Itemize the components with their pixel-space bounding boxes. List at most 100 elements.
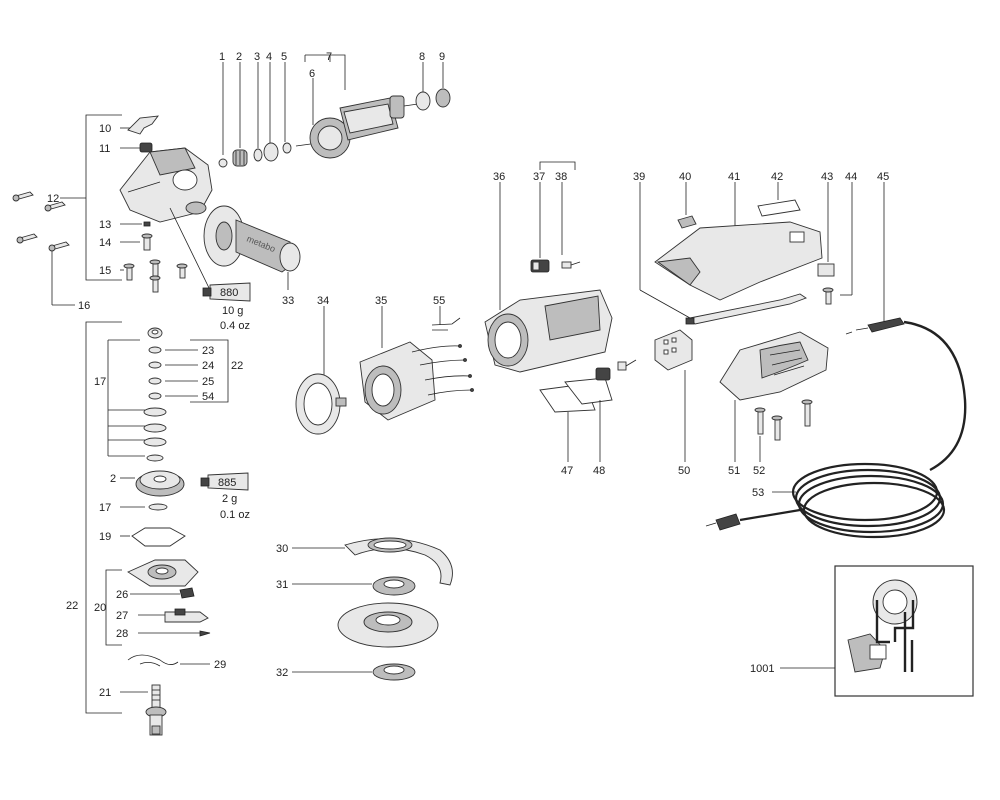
callout-7: 7 (326, 51, 332, 63)
callout-44: 44 (845, 171, 857, 183)
callout-14: 14 (99, 237, 111, 249)
part-53-coiled-cable (705, 462, 946, 539)
part-3-washer (253, 148, 263, 162)
guard-group (292, 537, 453, 681)
power-cable-group (705, 182, 967, 539)
callout-45: 45 (877, 171, 889, 183)
part-41-handle-cover (654, 221, 823, 301)
part-52-screws (754, 399, 813, 462)
callout-2: 2 (236, 51, 242, 63)
part-4-bearing (263, 142, 279, 162)
part-35-stator (359, 341, 474, 421)
callout-1: 1 (219, 51, 225, 63)
part-8-bearing (415, 91, 431, 111)
grease-880-code: 880 (220, 287, 238, 299)
part-33-side-handle: metabo (203, 205, 301, 290)
callout-30: 30 (276, 543, 288, 555)
part-29-spring-clip (127, 654, 179, 667)
part-19-gasket (131, 527, 186, 547)
part-12-gear-housing (119, 147, 213, 223)
part-6-7-armature (295, 95, 419, 159)
part-55-wires (431, 317, 461, 331)
part-36-motor-housing (484, 289, 613, 373)
callout-20: 20 (94, 602, 106, 614)
callout-43: 43 (821, 171, 833, 183)
grease-tube-885: 885 2 g 0.1 oz (200, 472, 250, 521)
callout-24: 24 (202, 360, 214, 372)
callout-27: 27 (116, 610, 128, 622)
callout-13: 13 (99, 219, 111, 231)
callout-40: 40 (679, 171, 691, 183)
grease-880-amount: 10 g (222, 305, 243, 317)
part-14-screw (141, 233, 153, 251)
callout-3: 3 (254, 51, 260, 63)
part-38-carbon-brush (561, 261, 581, 269)
callout-22b: 22 (66, 600, 78, 612)
power-cord (903, 320, 967, 472)
part-37-brush-holder (530, 259, 550, 273)
part-40-switch-slider (677, 215, 697, 229)
handle-group (639, 182, 853, 325)
switch-group (539, 329, 693, 462)
callout-17b: 17 (99, 502, 111, 514)
callout-12: 12 (47, 193, 59, 205)
part-21-spindle (145, 684, 167, 736)
grinding-wheel (337, 602, 439, 648)
callout-53: 53 (752, 487, 764, 499)
part-10-clip (127, 115, 159, 135)
callout-8: 8 (419, 51, 425, 63)
callout-5: 5 (281, 51, 287, 63)
part-27-spindle-lock (164, 608, 209, 623)
gear-housing-group: 880 10 g 0.4 oz metabo (12, 114, 301, 332)
callout-22: 22 (231, 360, 243, 372)
callout-47: 47 (561, 465, 573, 477)
part-28-spring (199, 630, 211, 637)
part-50-electronic-module (654, 329, 693, 462)
part-5-washer (282, 142, 292, 154)
part-48-foil (564, 377, 613, 462)
callout-51: 51 (728, 465, 740, 477)
part-32-clamping-nut (372, 663, 416, 681)
callout-23: 23 (202, 345, 214, 357)
callout-17: 17 (94, 376, 106, 388)
callout-10: 10 (99, 123, 111, 135)
callout-9: 9 (439, 51, 445, 63)
grease-885-code: 885 (218, 477, 236, 489)
part-13-pin (143, 221, 151, 227)
callout-54: 54 (202, 391, 214, 403)
callout-36: 36 (493, 171, 505, 183)
part-1-nut (218, 158, 228, 168)
callout-labels: 1 2 3 4 5 6 7 8 9 10 11 12 13 14 15 16 1… (47, 51, 889, 699)
part-2-crown-gear (120, 470, 185, 497)
part-31-flange (372, 576, 416, 596)
spindle-group: 885 2 g 0.1 oz (85, 321, 250, 736)
part-2-bevel-gear (232, 149, 248, 167)
housing-screws (12, 191, 70, 252)
callout-4: 4 (266, 51, 272, 63)
callout-21: 21 (99, 687, 111, 699)
part-15-screws (123, 259, 188, 293)
part-30-wheel-guard (344, 537, 453, 586)
callout-35: 35 (375, 295, 387, 307)
callout-33: 33 (282, 295, 294, 307)
callout-34: 34 (317, 295, 329, 307)
part-20-bearing-flange (127, 559, 199, 587)
motor-group (295, 306, 474, 435)
callout-41: 41 (728, 171, 740, 183)
callout-11: 11 (99, 143, 110, 155)
part-17-washer (148, 503, 168, 511)
callout-26: 26 (116, 589, 128, 601)
callout-39: 39 (633, 171, 645, 183)
part-34-fan-baffle (295, 373, 347, 435)
part-44-screw (822, 287, 834, 305)
part-43-cable-clamp (817, 263, 835, 277)
grease-tube-880: 880 10 g 0.4 oz (169, 207, 251, 332)
callout-25: 25 (202, 376, 214, 388)
switch-small-parts (595, 359, 637, 381)
grease-880-oz: 0.4 oz (220, 320, 250, 332)
callout-31: 31 (276, 579, 288, 591)
spindle-washers (143, 327, 167, 462)
part-45-cable-plug-end (845, 317, 905, 335)
callout-15: 15 (99, 265, 111, 277)
